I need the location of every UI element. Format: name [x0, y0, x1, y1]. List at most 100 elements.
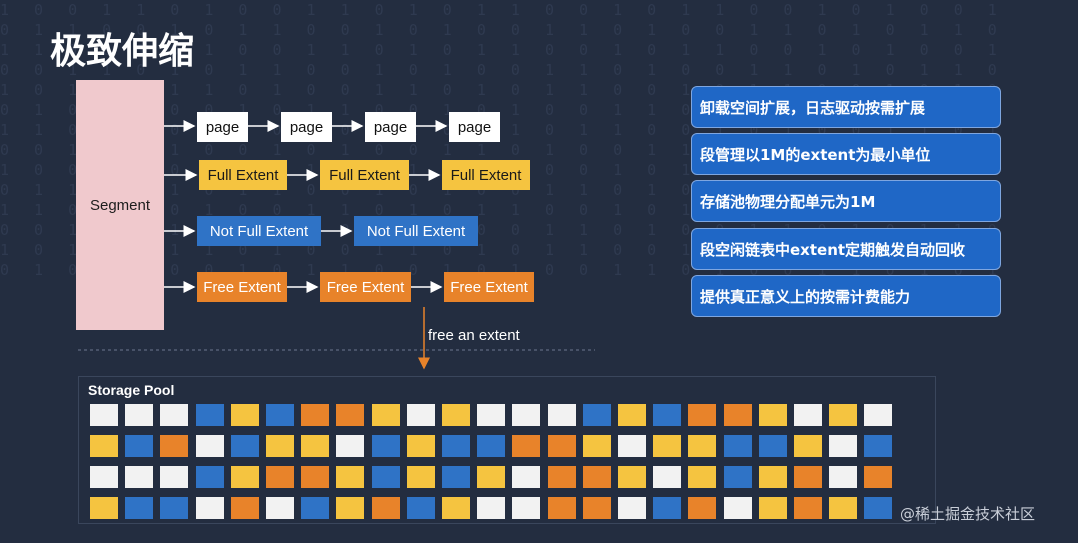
feature-item-2: 段管理以1M的extent为最小单位	[691, 133, 1001, 175]
feature-item-4: 段空闲链表中extent定期触发自动回收	[691, 228, 1001, 270]
storage-cell	[336, 435, 364, 457]
storage-cell	[196, 497, 224, 519]
storage-cell	[794, 466, 822, 488]
segment-label: Segment	[89, 196, 151, 214]
storage-cell	[266, 435, 294, 457]
storage-cell	[794, 435, 822, 457]
storage-cell	[583, 404, 611, 426]
storage-cell	[653, 404, 681, 426]
storage-cell	[196, 466, 224, 488]
storage-cell	[231, 435, 259, 457]
storage-cell	[724, 497, 752, 519]
storage-cell	[548, 404, 576, 426]
feature-item-5: 提供真正意义上的按需计费能力	[691, 275, 1001, 317]
storage-cell	[442, 404, 470, 426]
storage-cell	[618, 435, 646, 457]
storage-cell	[794, 497, 822, 519]
storage-cell	[301, 497, 329, 519]
storage-cell	[653, 497, 681, 519]
storage-cell	[125, 404, 153, 426]
storage-cell	[477, 466, 505, 488]
storage-cell	[864, 466, 892, 488]
storage-cell	[688, 466, 716, 488]
storage-cell	[372, 404, 400, 426]
storage-cell	[125, 497, 153, 519]
storage-cell	[512, 435, 540, 457]
storage-cell	[759, 497, 787, 519]
storage-cell	[688, 497, 716, 519]
storage-cell	[372, 497, 400, 519]
storage-cell	[548, 435, 576, 457]
storage-cell	[90, 435, 118, 457]
storage-cell	[196, 404, 224, 426]
full-extent-box-3: Full Extent	[442, 160, 530, 190]
page-box-4: page	[449, 112, 500, 142]
free-an-extent-label: free an extent	[428, 327, 520, 344]
full-extent-box-2: Full Extent	[320, 160, 409, 190]
storage-cell	[583, 466, 611, 488]
storage-cell	[266, 404, 294, 426]
free-extent-box-2: Free Extent	[320, 272, 411, 302]
storage-cell	[512, 404, 540, 426]
not-full-extent-box-2: Not Full Extent	[354, 216, 478, 246]
storage-cell	[864, 404, 892, 426]
watermark: @稀土掘金技术社区	[900, 505, 1036, 523]
storage-cell	[372, 466, 400, 488]
storage-cell	[512, 466, 540, 488]
storage-cell	[829, 435, 857, 457]
storage-cell	[301, 466, 329, 488]
not-full-extent-box-1: Not Full Extent	[197, 216, 321, 246]
storage-cell	[90, 497, 118, 519]
storage-cell	[477, 404, 505, 426]
storage-cell	[160, 435, 188, 457]
storage-cell	[301, 435, 329, 457]
storage-cell	[266, 466, 294, 488]
storage-cell	[512, 497, 540, 519]
storage-cell	[864, 435, 892, 457]
storage-cell	[442, 466, 470, 488]
storage-cell	[160, 404, 188, 426]
storage-cell	[653, 435, 681, 457]
storage-cell	[548, 497, 576, 519]
storage-cell	[653, 466, 681, 488]
storage-cell	[688, 435, 716, 457]
storage-cell	[336, 404, 364, 426]
storage-cell	[759, 435, 787, 457]
storage-cell	[829, 404, 857, 426]
storage-cell	[548, 466, 576, 488]
storage-cell	[829, 497, 857, 519]
storage-cell	[477, 435, 505, 457]
storage-cell	[442, 435, 470, 457]
free-extent-box-3: Free Extent	[444, 272, 534, 302]
storage-cell	[372, 435, 400, 457]
segment-box: Segment	[76, 80, 164, 330]
storage-cell	[160, 466, 188, 488]
storage-cell	[231, 466, 259, 488]
storage-pool-frame	[78, 376, 936, 524]
full-extent-box-1: Full Extent	[199, 160, 287, 190]
storage-cell	[125, 435, 153, 457]
storage-cell	[583, 435, 611, 457]
storage-cell	[583, 497, 611, 519]
free-extent-box-1: Free Extent	[197, 272, 287, 302]
storage-cell	[618, 404, 646, 426]
storage-cell	[407, 466, 435, 488]
storage-cell	[794, 404, 822, 426]
storage-pool-label: Storage Pool	[88, 382, 175, 398]
page-box-3: page	[365, 112, 416, 142]
storage-cell	[759, 404, 787, 426]
storage-cell	[231, 404, 259, 426]
storage-cell	[618, 466, 646, 488]
storage-cell	[724, 435, 752, 457]
storage-cell	[407, 497, 435, 519]
page-box-2: page	[281, 112, 332, 142]
storage-cell	[724, 404, 752, 426]
storage-cell	[477, 497, 505, 519]
storage-cell	[160, 497, 188, 519]
storage-cell	[759, 466, 787, 488]
storage-cell	[90, 404, 118, 426]
storage-cell	[407, 404, 435, 426]
storage-cell	[301, 404, 329, 426]
